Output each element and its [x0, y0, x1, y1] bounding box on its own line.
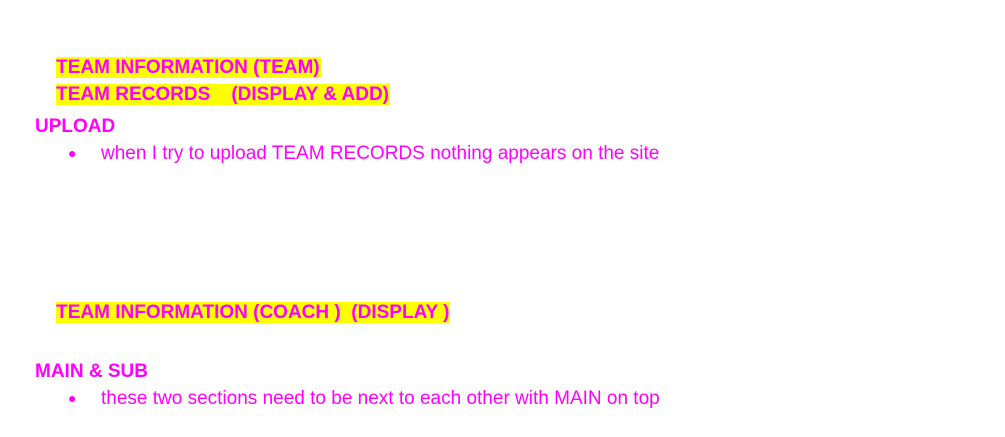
section-title-main-sub: MAIN & SUB [35, 361, 148, 382]
heading-team-information-team: TEAM INFORMATION (TEAM) [35, 33, 321, 102]
list-item-text: when I try to upload TEAM RECORDS nothin… [101, 143, 660, 164]
heading-team-information-coach: TEAM INFORMATION (COACH ) (DISPLAY ) [35, 278, 451, 347]
bullet-icon: ● [68, 390, 77, 406]
list-item-text: these two sections need to be next to ea… [101, 388, 660, 409]
highlighted-text: TEAM RECORDS (DISPLAY & ADD) [56, 84, 391, 105]
section-title-upload: UPLOAD [35, 116, 116, 137]
list-item-upload: ● when I try to upload TEAM RECORDS noth… [35, 142, 935, 165]
highlighted-text: TEAM INFORMATION (COACH ) (DISPLAY ) [56, 302, 451, 323]
highlighted-text: TEAM INFORMATION (TEAM) [56, 57, 321, 78]
heading-team-records: TEAM RECORDS (DISPLAY & ADD) [35, 60, 391, 129]
list-item-main-sub: ● these two sections need to be next to … [35, 387, 935, 410]
bullet-icon: ● [68, 145, 77, 161]
